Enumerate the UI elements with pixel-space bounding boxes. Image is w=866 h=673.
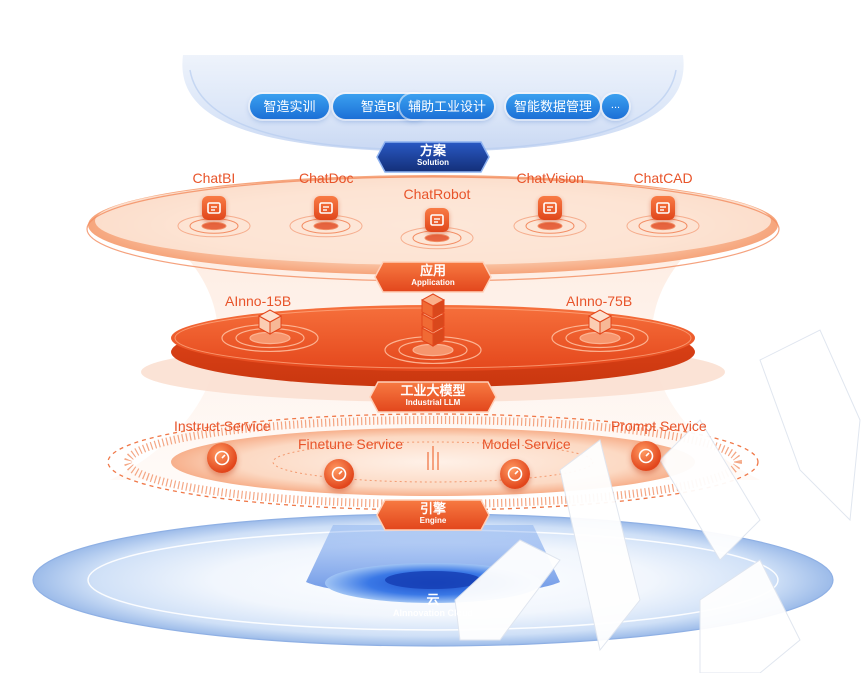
model-label-15b: AInno-15B xyxy=(225,293,292,309)
cube-icon xyxy=(257,309,283,335)
document-icon xyxy=(314,196,338,220)
model-label-75b: AInno-75B xyxy=(566,293,633,309)
solution-pill: 智能数据管理 xyxy=(506,94,600,119)
cube-icon xyxy=(587,309,613,335)
service-label: Prompt Service xyxy=(611,418,707,434)
sliders-icon xyxy=(324,459,354,489)
llm-badge-cn: 工业大模型 xyxy=(400,383,466,398)
engine-badge: 引擎 Engine xyxy=(375,498,491,532)
app-pad-ring xyxy=(537,221,563,231)
eye-scan-icon xyxy=(538,196,562,220)
cloud-label-cn: 云 xyxy=(426,592,440,607)
app-pad-ring xyxy=(424,233,450,243)
engine-disc-ticks xyxy=(124,416,742,508)
solution-badge-en: Solution xyxy=(417,158,449,167)
timer-icon xyxy=(207,443,237,473)
service-label: Instruct Service xyxy=(174,418,271,434)
llm-badge: 工业大模型 Industrial LLM xyxy=(368,380,498,414)
service-label: Model Service xyxy=(482,436,571,452)
lightbulb-icon xyxy=(631,441,661,471)
robot-icon xyxy=(425,208,449,232)
solution-badge: 方案 Solution xyxy=(375,140,491,174)
chart-screen-icon xyxy=(202,196,226,220)
solution-pill: 智造实训 xyxy=(250,94,329,119)
solution-more-pill: ... xyxy=(602,94,629,119)
engine-badge-shape xyxy=(376,499,490,531)
stacked-cubes-icon xyxy=(420,293,446,347)
engine-badge-cn: 引擎 xyxy=(419,501,446,516)
application-badge-cn: 应用 xyxy=(419,263,446,278)
app-pad-ring xyxy=(313,221,339,231)
app-pad-ring xyxy=(650,221,676,231)
app-label: ChatRobot xyxy=(403,186,471,202)
service-label: Finetune Service xyxy=(298,436,404,452)
llm-badge-en: Industrial LLM xyxy=(405,398,461,407)
llm-badge-shape xyxy=(369,381,497,413)
engine-badge-en: Engine xyxy=(419,516,447,525)
cloud-label-en: AInnovation Cloud xyxy=(393,608,473,618)
app-label: ChatVision xyxy=(516,170,584,186)
app-label: ChatBI xyxy=(192,170,236,186)
model-box-icon xyxy=(500,459,530,489)
watermark xyxy=(454,329,861,673)
application-badge-shape xyxy=(374,261,492,293)
app-label: ChatDoc xyxy=(299,170,354,186)
solution-badge-cn: 方案 xyxy=(419,143,446,158)
solution-pill: 辅助工业设计 xyxy=(400,94,494,119)
solution-badge-shape xyxy=(376,141,490,173)
application-badge-en: Application xyxy=(411,278,455,287)
cloud-label: 云 AInnovation Cloud xyxy=(363,592,503,619)
app-pad-ring xyxy=(201,221,227,231)
expand-window-icon xyxy=(651,196,675,220)
application-badge: 应用 Application xyxy=(373,260,493,294)
app-label: ChatCAD xyxy=(633,170,693,186)
